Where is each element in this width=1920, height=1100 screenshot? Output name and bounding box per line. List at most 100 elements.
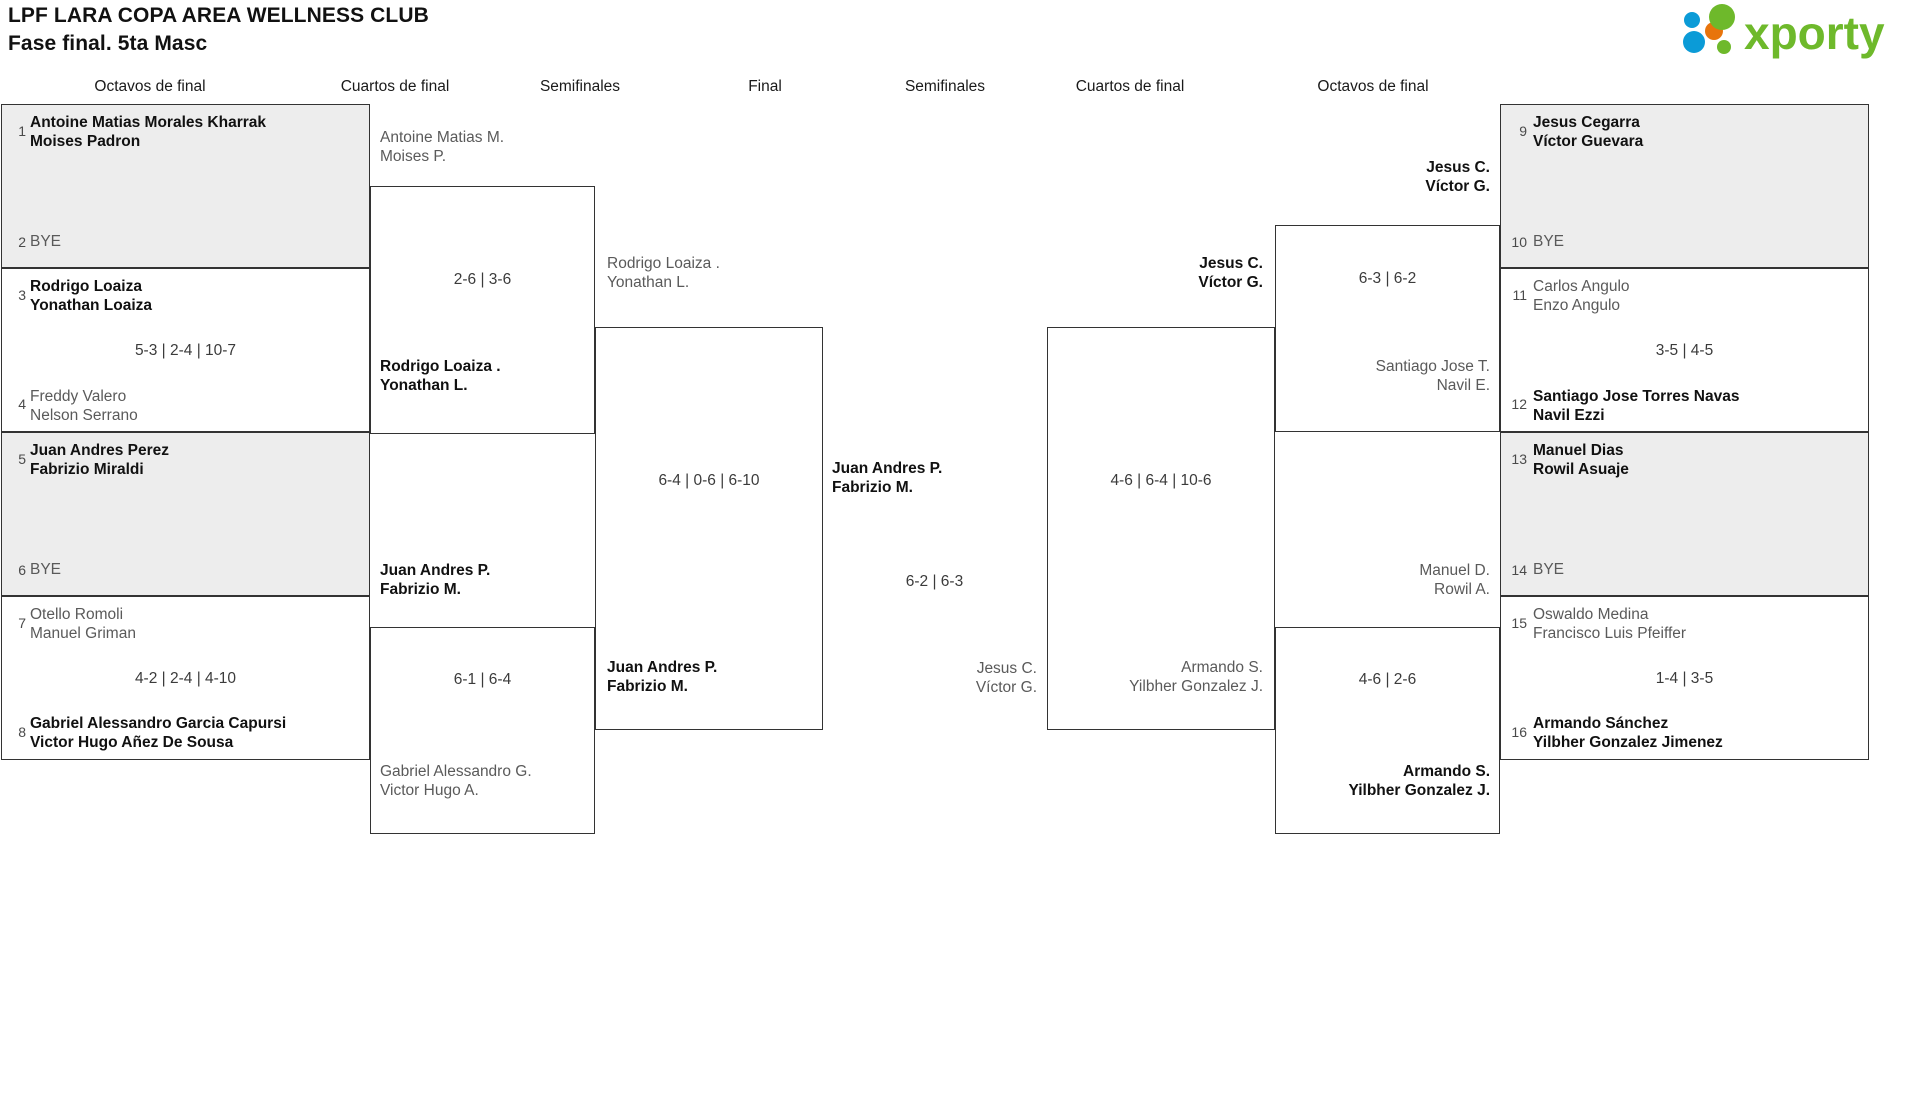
match-score: 5-3 | 2-4 | 10-7 [134, 342, 237, 359]
team-name-line1: Rodrigo Loaiza . [607, 255, 720, 272]
seed-number: 11 [1512, 287, 1527, 303]
seed-number: 14 [1511, 562, 1527, 578]
team-name-line1: Oswaldo Medina [1533, 606, 1649, 623]
team-name-line1: BYE [1533, 233, 1565, 250]
seed-number: 12 [1511, 396, 1527, 412]
seed-number: 5 [18, 451, 26, 467]
match-box-r16-4[interactable] [1500, 596, 1869, 760]
team-name-line1: Juan Andres Perez [30, 442, 169, 459]
tournament-phase: Fase final. 5ta Masc [8, 32, 208, 55]
round-header-right-r16: Octavos de final [1317, 78, 1429, 95]
team-name-line1: Armando S. [1403, 763, 1490, 780]
team-name-line2: Rowil A. [1434, 581, 1490, 598]
seed-number: 10 [1511, 234, 1527, 250]
match-score: 4-2 | 2-4 | 4-10 [134, 670, 237, 687]
round-header-left-sf: Semifinales [539, 78, 621, 95]
team-name-line2: Enzo Angulo [1533, 297, 1621, 314]
team-name-line1: Jesus C. [976, 660, 1037, 677]
round-header-left-qf: Cuartos de final [340, 78, 450, 95]
seed-number: 4 [18, 396, 26, 412]
match-score: 6-1 | 6-4 [453, 671, 512, 688]
team-name-line1: Armando Sánchez [1533, 715, 1669, 732]
team-name-line1: Antoine Matias M. [380, 129, 505, 146]
team-name-line1: Rodrigo Loaiza [30, 278, 142, 295]
match-box-rqf-2[interactable] [1275, 627, 1500, 834]
team-name-line1: Otello Romoli [30, 606, 124, 623]
team-name-line1: Gabriel Alessandro Garcia Capursi [30, 715, 287, 732]
team-name-line2: Navil E. [1436, 377, 1490, 394]
team-name-line2: Victor Hugo A. [380, 782, 479, 799]
match-score: 4-6 | 2-6 [1358, 671, 1417, 688]
team-name-line2: Fabrizio M. [607, 678, 688, 695]
match-score: 1-4 | 3-5 [1655, 670, 1714, 687]
team-name-line1: Manuel Dias [1533, 442, 1624, 459]
xporty-logo: xporty [1670, 4, 1910, 62]
team-name-line2: Yilbher Gonzalez Jimenez [1533, 734, 1723, 751]
round-header-left-r16: Octavos de final [94, 78, 206, 95]
team-name-line2: Yilbher Gonzalez J. [1348, 782, 1490, 799]
seed-number: 2 [18, 234, 26, 250]
seed-number: 13 [1511, 451, 1527, 467]
team-name-line2: Víctor G. [1198, 274, 1263, 291]
team-name-line2: Manuel Griman [30, 625, 136, 642]
team-name-line2: Yonathan L. [380, 377, 468, 394]
seed-number: 6 [18, 562, 26, 578]
team-name-line2: Víctor G. [975, 679, 1037, 696]
team-name-line1: Gabriel Alessandro G. [380, 763, 532, 780]
team-name-line1: Antoine Matias Morales Kharrak [30, 114, 267, 131]
team-name-line2: Yonathan L. [607, 274, 690, 291]
team-name-line1: BYE [1533, 561, 1565, 578]
match-box-l16-1[interactable] [1, 104, 370, 268]
match-box-lqf-1[interactable] [370, 186, 595, 434]
seed-number: 15 [1511, 615, 1527, 631]
match-box-lqf-2[interactable] [370, 627, 595, 834]
team-name-line1: Carlos Angulo [1533, 278, 1630, 295]
xporty-logo-icon: xporty [1683, 4, 1885, 59]
team-name-line1: Jesus Cegarra [1533, 114, 1640, 131]
match-box-r16-3[interactable] [1500, 432, 1869, 596]
match-score: 6-4 | 0-6 | 6-10 [658, 472, 760, 489]
final-left-spine [822, 327, 823, 730]
page-title: LPF LARA COPA AREA WELLNESS CLUB Fase fi… [8, 2, 429, 58]
seed-number: 9 [1519, 123, 1527, 139]
match-box-lsf-1[interactable] [595, 327, 823, 730]
team-name-line1: Freddy Valero [30, 388, 127, 405]
match-score: 6-3 | 6-2 [1358, 270, 1417, 287]
team-name-line2: Rowil Asuaje [1533, 461, 1629, 478]
team-name-line1: Jesus C. [1426, 159, 1490, 176]
match-box-r16-2[interactable] [1500, 268, 1869, 432]
seed-number: 7 [18, 615, 26, 631]
match-score: 3-5 | 4-5 [1655, 342, 1714, 359]
team-name-line2: Fabrizio Miraldi [30, 461, 144, 478]
match-box-l16-4[interactable] [1, 596, 370, 760]
team-name-line2: Moises P. [380, 148, 447, 165]
match-box-r16-1[interactable] [1500, 104, 1869, 268]
team-name-line1: Manuel D. [1419, 562, 1490, 579]
match-box-l16-3[interactable] [1, 432, 370, 596]
team-name-line2: Navil Ezzi [1533, 407, 1605, 424]
team-name-line2: Moises Padron [30, 133, 141, 150]
match-score: 4-6 | 6-4 | 10-6 [1110, 472, 1212, 489]
team-name-line1: Juan Andres P. [380, 562, 491, 579]
match-box-rsf-1[interactable] [1047, 327, 1275, 730]
round-header-right-sf: Semifinales [904, 78, 986, 95]
round-header-right-qf: Cuartos de final [1075, 78, 1185, 95]
team-name-line1: Armando S. [1181, 659, 1263, 676]
match-box-rqf-1[interactable] [1275, 225, 1500, 432]
match-score: 2-6 | 3-6 [453, 271, 512, 288]
match-score: 6-2 | 6-3 [905, 573, 964, 590]
team-name-line1: Santiago Jose Torres Navas [1533, 388, 1740, 405]
team-name-line1: Jesus C. [1199, 255, 1263, 272]
round-header-final: Final [748, 78, 782, 95]
team-name-line2: Victor Hugo Añez De Sousa [30, 734, 234, 751]
team-name-line1: BYE [30, 233, 62, 250]
seed-number: 1 [18, 123, 26, 139]
team-name-line1: Santiago Jose T. [1375, 358, 1490, 375]
match-box-l16-2[interactable] [1, 268, 370, 432]
seed-number: 16 [1511, 724, 1527, 740]
seed-number: 8 [18, 724, 26, 740]
team-name-line2: Francisco Luis Pfeiffer [1533, 625, 1687, 642]
team-name-line2: Fabrizio M. [380, 581, 461, 598]
team-name-line2: Fabrizio M. [832, 479, 913, 496]
team-name-line2: Yonathan Loaiza [30, 297, 153, 314]
